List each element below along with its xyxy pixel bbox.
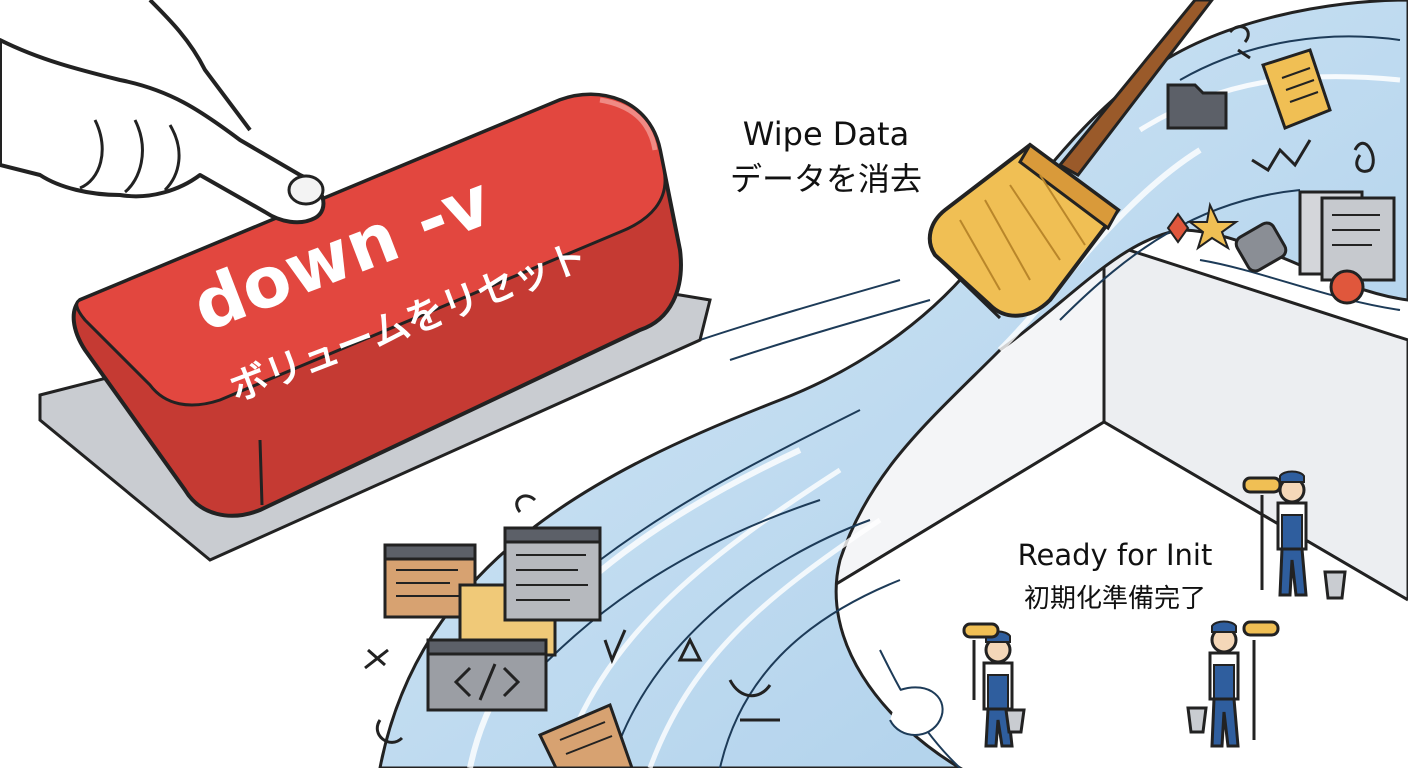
document-icon [1261, 48, 1332, 130]
worker-painter [1186, 620, 1280, 748]
document-icon [1298, 190, 1396, 282]
document-icon [537, 702, 634, 768]
broom-icon [927, 0, 1214, 320]
worker-painter [1242, 470, 1347, 600]
pointing-hand-icon [0, 0, 326, 225]
wipe-data-ja-label: データを消去 [730, 160, 922, 198]
scribble-marks [364, 494, 780, 744]
folder-icon [1166, 83, 1228, 130]
ready-label: Ready for Init [1018, 538, 1213, 572]
worker-painter [962, 622, 1026, 748]
debris-cluster [1166, 25, 1396, 305]
code-file-icon [503, 526, 602, 622]
code-file-icon [426, 638, 548, 712]
empty-room [788, 239, 1408, 768]
ready-ja-label: 初期化準備完了 [1024, 584, 1206, 614]
wipe-data-label: Wipe Data [743, 115, 909, 153]
reset-button-illustration [38, 92, 712, 562]
